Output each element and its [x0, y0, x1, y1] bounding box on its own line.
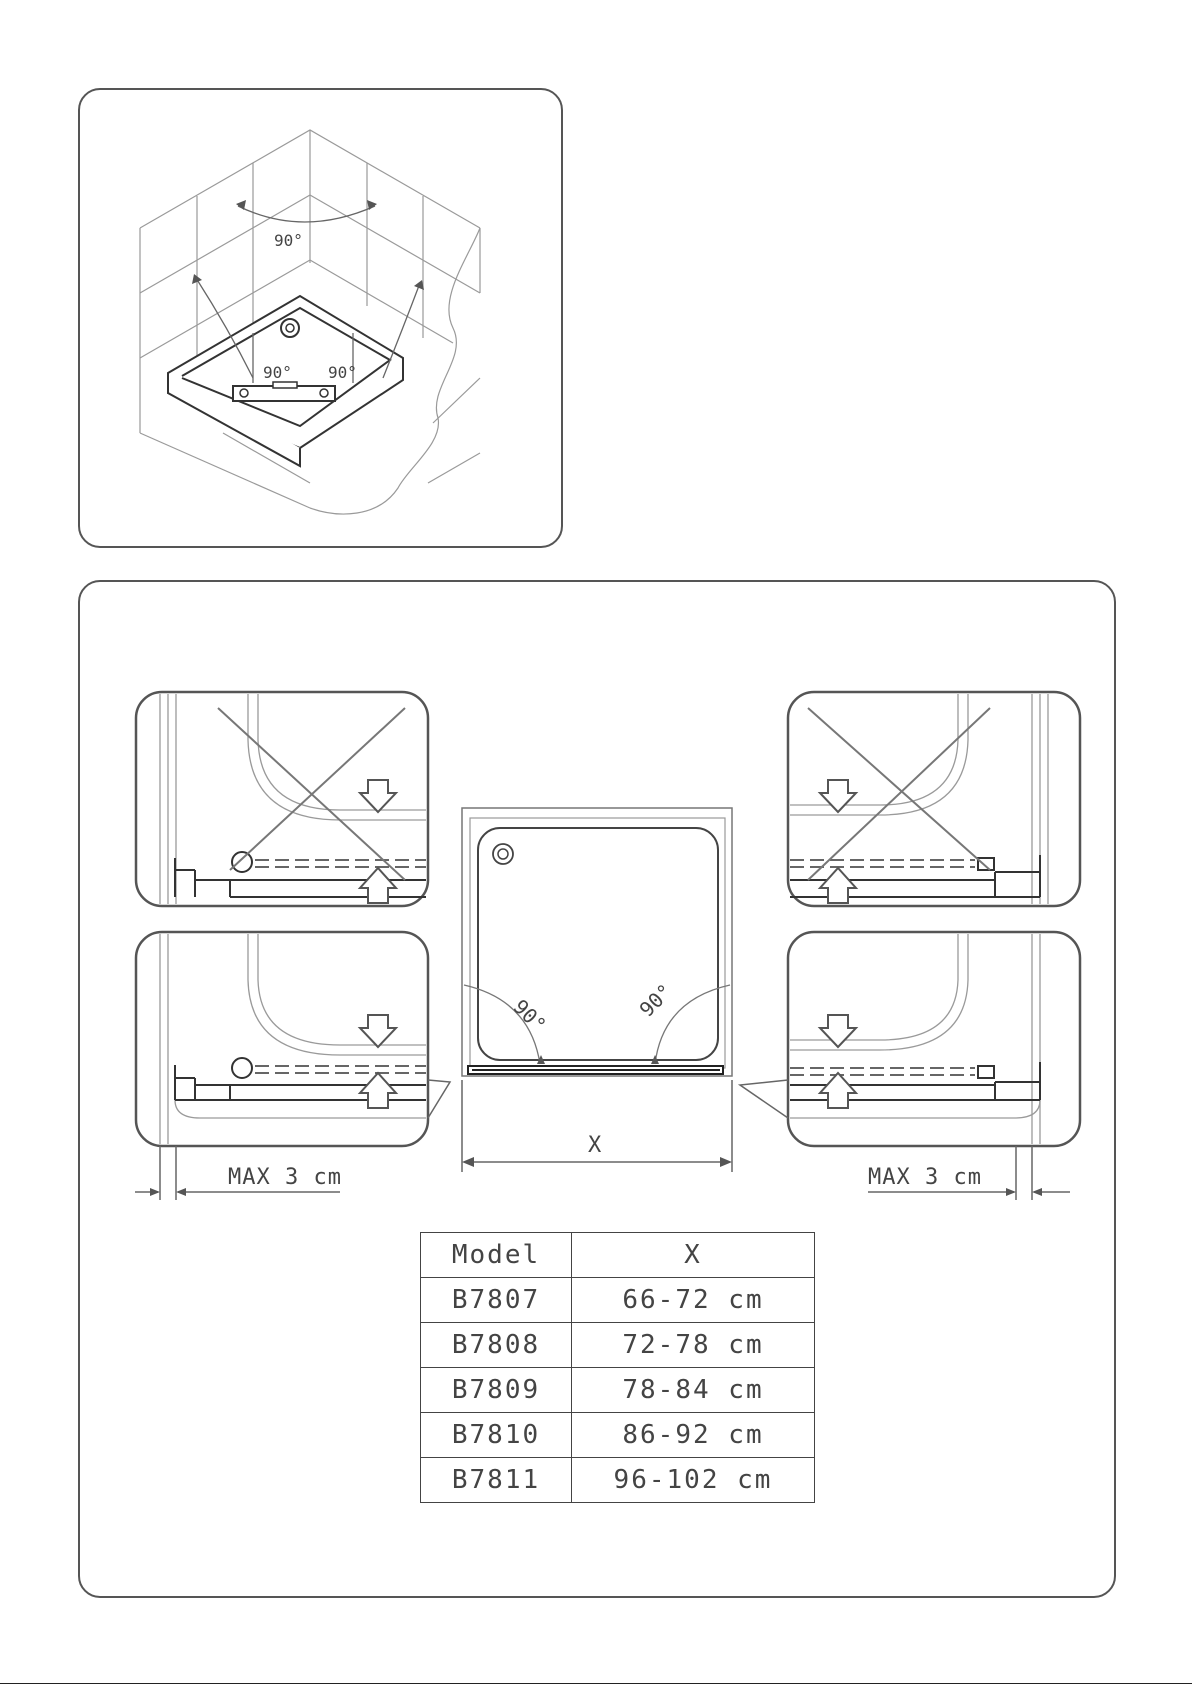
- cell-x: 86-92 cm: [572, 1413, 815, 1458]
- cell-model: B7808: [421, 1323, 572, 1368]
- cell-model: B7811: [421, 1458, 572, 1503]
- table-row: B7807 66-72 cm: [421, 1278, 815, 1323]
- detail-bottom-right-correct: [788, 932, 1080, 1146]
- table-row: B7810 86-92 cm: [421, 1413, 815, 1458]
- table-row: B7808 72-78 cm: [421, 1323, 815, 1368]
- max-gap-right-label: MAX 3 cm: [868, 1165, 982, 1190]
- cell-model: B7810: [421, 1413, 572, 1458]
- cell-x: 96-102 cm: [572, 1458, 815, 1503]
- cell-x: 72-78 cm: [572, 1323, 815, 1368]
- max-gap-left-label: MAX 3 cm: [228, 1165, 342, 1190]
- model-dimension-table: Model X B7807 66-72 cm B7808 72-78 cm B7…: [420, 1232, 815, 1503]
- cell-x: 78-84 cm: [572, 1368, 815, 1413]
- cell-model: B7809: [421, 1368, 572, 1413]
- header-x: X: [572, 1233, 815, 1278]
- detail-bottom-left-correct: [136, 932, 428, 1146]
- header-model: Model: [421, 1233, 572, 1278]
- cell-model: B7807: [421, 1278, 572, 1323]
- detail-top-left-incorrect: [136, 692, 428, 906]
- dimension-x-label: X: [588, 1133, 602, 1158]
- table-row: B7811 96-102 cm: [421, 1458, 815, 1503]
- tray-top-view: [462, 808, 732, 1076]
- table-row: B7809 78-84 cm: [421, 1368, 815, 1413]
- cell-x: 66-72 cm: [572, 1278, 815, 1323]
- table-header-row: Model X: [421, 1233, 815, 1278]
- detail-top-right-incorrect: [788, 692, 1080, 906]
- page-bottom-rule: [0, 1683, 1192, 1684]
